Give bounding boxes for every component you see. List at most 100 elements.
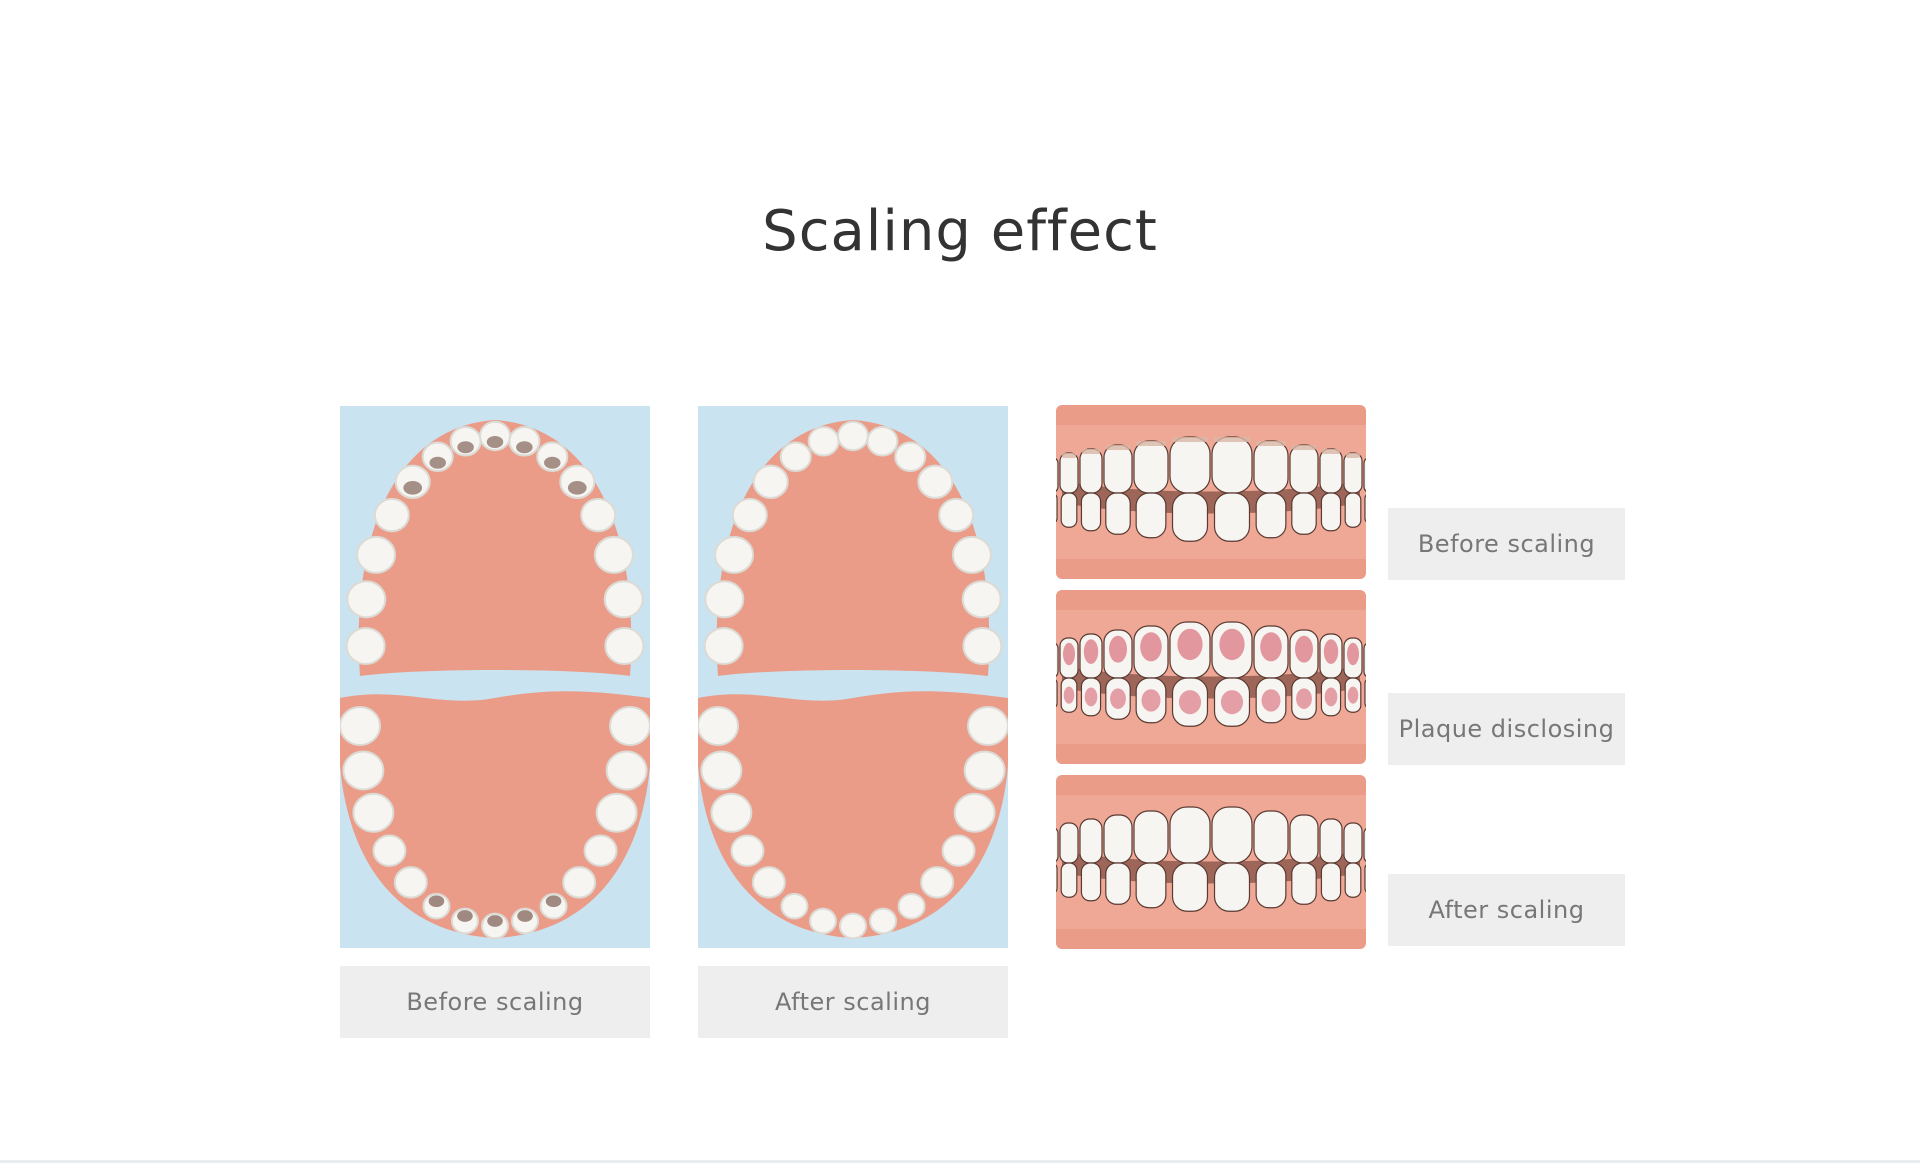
lower-tooth [1056,494,1058,523]
lower-tooth [700,750,743,791]
upper-tooth [356,535,397,574]
lower-tooth [920,866,955,899]
plaque-stain [1084,687,1098,707]
upper-tooth [837,420,869,452]
upper-tooth [894,441,927,473]
upper-tooth [1211,436,1253,494]
arch-before-caption: Before scaling [340,966,650,1038]
upper-tooth [731,497,768,533]
lower-tooth [583,834,618,867]
upper-tartar [403,481,423,495]
upper-tooth [1056,457,1059,493]
plaque-stain [1323,639,1339,664]
upper-tooth [1059,822,1079,864]
page-title: Scaling effect [762,199,1158,264]
lower-tooth [1364,679,1366,708]
plaque-stain [1109,635,1127,663]
upper-tooth [593,535,634,574]
upper-tooth [703,626,744,666]
upper-tooth [779,441,812,473]
gum-line-deposit [1062,453,1076,458]
upper-tooth [1363,642,1366,678]
arch-after-caption: After scaling [698,966,1008,1038]
arch-after-illustration [698,406,1008,948]
lower-tooth [730,834,765,867]
upper-tartar [486,436,504,448]
plaque-stain [1110,688,1126,709]
gum-line-deposit [1082,449,1100,454]
upper-tooth [704,580,745,619]
lower-tooth [967,706,1008,746]
upper-tooth [1079,448,1103,494]
lower-tooth [1320,492,1342,532]
plaque-stain [1140,632,1162,662]
lower-tartar [457,910,473,922]
plaque-stain [1347,686,1359,704]
upper-tooth [346,580,387,619]
lower-tooth [1080,862,1102,902]
lower-tooth [710,792,753,833]
lower-tooth [1105,492,1131,535]
lower-tooth [609,706,650,746]
lower-tooth [1344,862,1362,898]
upper-tooth [1253,810,1289,864]
lower-tooth [605,750,648,791]
upper-tooth [345,626,386,666]
plaque-stain [1260,632,1282,662]
upper-tooth [603,580,644,619]
upper-tooth [1056,642,1059,678]
lower-tooth [751,866,786,899]
lower-tooth [562,866,597,899]
lower-tooth [1291,492,1317,535]
lower-tooth [1255,862,1287,909]
upper-tooth [938,497,975,533]
arch-before-illustration [340,406,650,948]
lower-tooth [1255,492,1287,539]
upper-tooth [714,535,755,574]
upper-tooth [604,626,645,666]
upper-tooth [1133,810,1169,864]
lower-tooth [1056,864,1058,893]
plaque-stain [1083,639,1099,664]
lower-tooth [1135,492,1167,539]
plaque-stain [1063,642,1075,666]
upper-tartar [544,456,561,469]
smile-after-illustration [1056,775,1366,949]
upper-tartar [429,456,446,469]
smile-plaque-caption: Plaque disclosing [1388,693,1625,765]
lower-tooth [897,892,926,920]
upper-tooth [1169,436,1211,494]
lower-tooth [1105,862,1131,905]
plaque-stain [1347,642,1359,666]
lower-tooth [808,907,837,935]
lower-tooth [963,750,1006,791]
plaque-stain [1261,689,1281,712]
plaque-stain [1178,690,1202,715]
upper-tooth [1103,444,1133,494]
lower-tartar [545,895,562,908]
plaque-stain [1324,687,1338,707]
gum-line-deposit [1172,437,1208,442]
lower-tooth [1364,864,1366,893]
lower-tooth [1364,494,1366,523]
plaque-stain [1141,689,1161,712]
lower-tooth [393,866,428,899]
plaque-stain [1295,635,1313,663]
lower-tooth [1320,862,1342,902]
upper-tooth [1343,822,1363,864]
upper-tooth [1343,452,1363,494]
lower-tooth [342,750,385,791]
upper-tooth [1319,448,1343,494]
upper-tooth [373,497,410,533]
smile-before-caption: Before scaling [1388,508,1625,580]
gum-line-deposit [1214,437,1250,442]
upper-tooth [961,580,1002,619]
lower-tartar [428,895,445,908]
upper-tooth [1103,814,1133,864]
upper-tooth [1211,806,1253,864]
gum-line-deposit [1346,453,1360,458]
upper-tooth [962,626,1003,666]
upper-tooth [1253,440,1289,494]
upper-tooth [1056,827,1059,863]
lower-tartar [517,910,533,922]
